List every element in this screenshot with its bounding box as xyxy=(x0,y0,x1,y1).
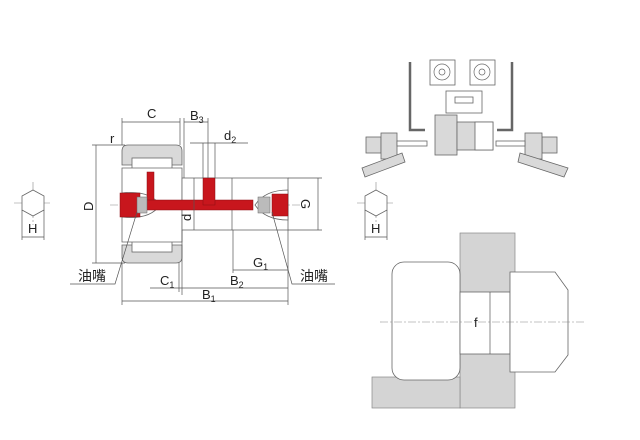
dim-r: r xyxy=(110,131,115,146)
dim-G1: G1 xyxy=(253,255,268,272)
lube-tail xyxy=(271,193,289,217)
hex-end-view-right: H xyxy=(357,182,395,240)
oil-nipple-label-right: 油嘴 xyxy=(300,268,328,284)
oil-nipple-right xyxy=(257,196,271,214)
oil-nipple-label-left: 油嘴 xyxy=(78,268,106,284)
oil-nipple-left xyxy=(136,196,148,214)
stud-head-small xyxy=(434,114,458,156)
stud-hole xyxy=(459,291,511,355)
dim-B1: B1 xyxy=(202,287,216,304)
base-plate xyxy=(371,376,461,409)
dim-C: C xyxy=(147,106,156,121)
dim-B3: B3 xyxy=(190,108,204,125)
dim-G: G xyxy=(298,199,313,209)
lube-channel xyxy=(139,199,254,211)
grease-gun-left xyxy=(361,132,428,178)
dim-H-right: H xyxy=(371,221,380,236)
dim-C1: C1 xyxy=(160,273,174,290)
roller-outline xyxy=(391,261,461,381)
mounting-view: f xyxy=(371,232,585,409)
cam-follower-section: C B3 d2 r D d G G1 B2 C1 B1 油嘴 xyxy=(70,106,335,305)
dim-D: D xyxy=(81,202,96,211)
dim-d2: d2 xyxy=(224,128,236,145)
dim-f: f xyxy=(474,315,478,330)
dim-H-left: H xyxy=(28,221,37,236)
installation-view xyxy=(361,59,569,178)
dim-B2: B2 xyxy=(230,273,244,290)
hex-end-view-left: H xyxy=(14,182,52,240)
grease-gun-right xyxy=(495,132,569,178)
dim-d: d xyxy=(179,214,194,221)
